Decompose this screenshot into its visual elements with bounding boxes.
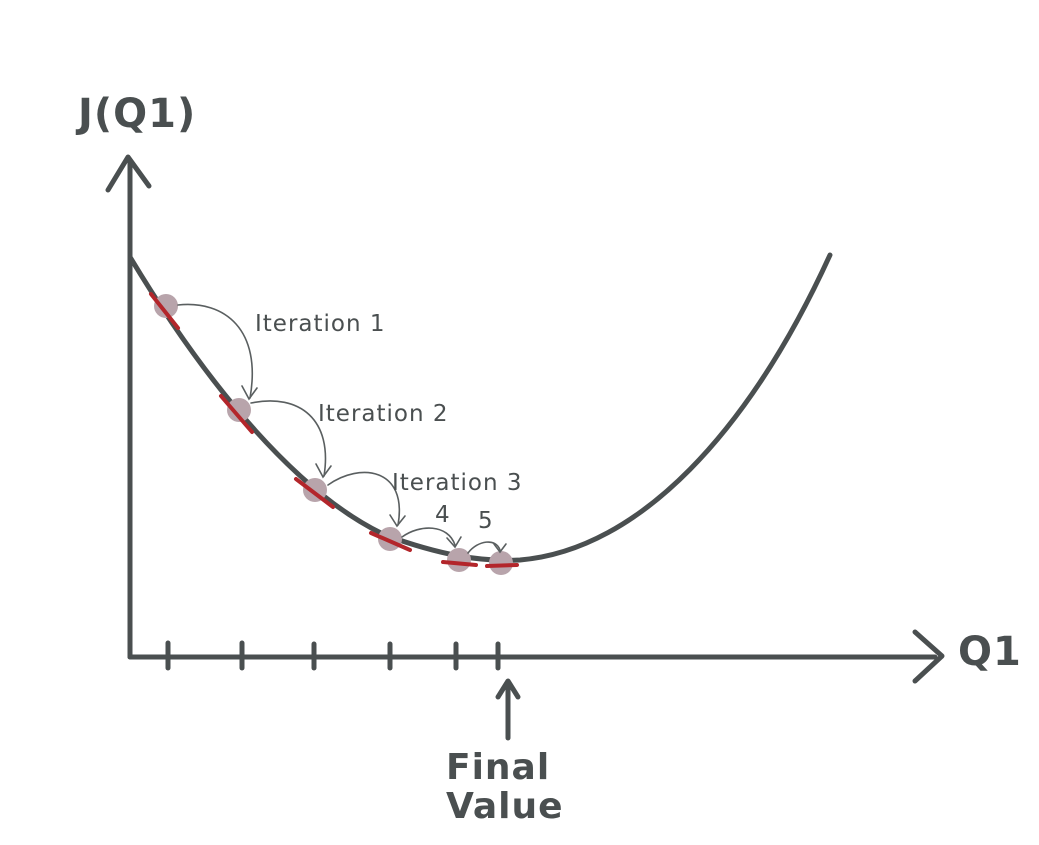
final-value-label-line1: Final: [446, 747, 550, 788]
step-5-arrowhead: [493, 543, 507, 554]
descent-point-6: [489, 551, 513, 575]
iteration-3-arrowhead: [389, 514, 406, 528]
x-axis-label: Q1: [958, 629, 1022, 675]
y-axis-label: J(Q1): [75, 91, 196, 137]
tangent-4: [369, 531, 412, 552]
iteration-1-label: Iteration 1: [255, 311, 386, 337]
step-4-arrowhead: [446, 536, 462, 549]
final-value-pointer: [495, 678, 521, 741]
tangent-segments: [149, 292, 519, 568]
iteration-3-label: Iteration 3: [392, 470, 523, 496]
tangent-5: [441, 560, 478, 567]
iteration-arrows: [177, 303, 507, 554]
axes: [105, 154, 945, 684]
descent-point-1: [154, 294, 178, 318]
iteration-1-arrowhead: [241, 385, 258, 401]
step-4-label: 4: [435, 502, 451, 528]
iteration-3-arrow: [327, 471, 401, 526]
x-axis-ticks: [165, 640, 501, 671]
step-4-arrow: [401, 527, 456, 546]
final-value-arrowhead: [495, 678, 521, 700]
final-value-label-line2: Value: [446, 786, 564, 827]
tangent-3: [294, 477, 335, 509]
iteration-1-arrow: [177, 303, 254, 399]
descent-point-2: [227, 398, 251, 422]
y-axis-arrowhead: [105, 154, 152, 193]
step-5-arrow: [467, 541, 501, 554]
step-5-label: 5: [478, 508, 494, 534]
tangent-2: [219, 394, 254, 434]
iteration-2-label: Iteration 2: [318, 401, 449, 427]
iteration-2-arrowhead: [315, 463, 332, 479]
x-axis-arrowhead: [912, 629, 945, 684]
tangent-1: [149, 292, 180, 330]
descent-point-5: [447, 548, 471, 572]
iteration-2-arrow: [250, 400, 327, 477]
tangent-6: [485, 563, 519, 568]
